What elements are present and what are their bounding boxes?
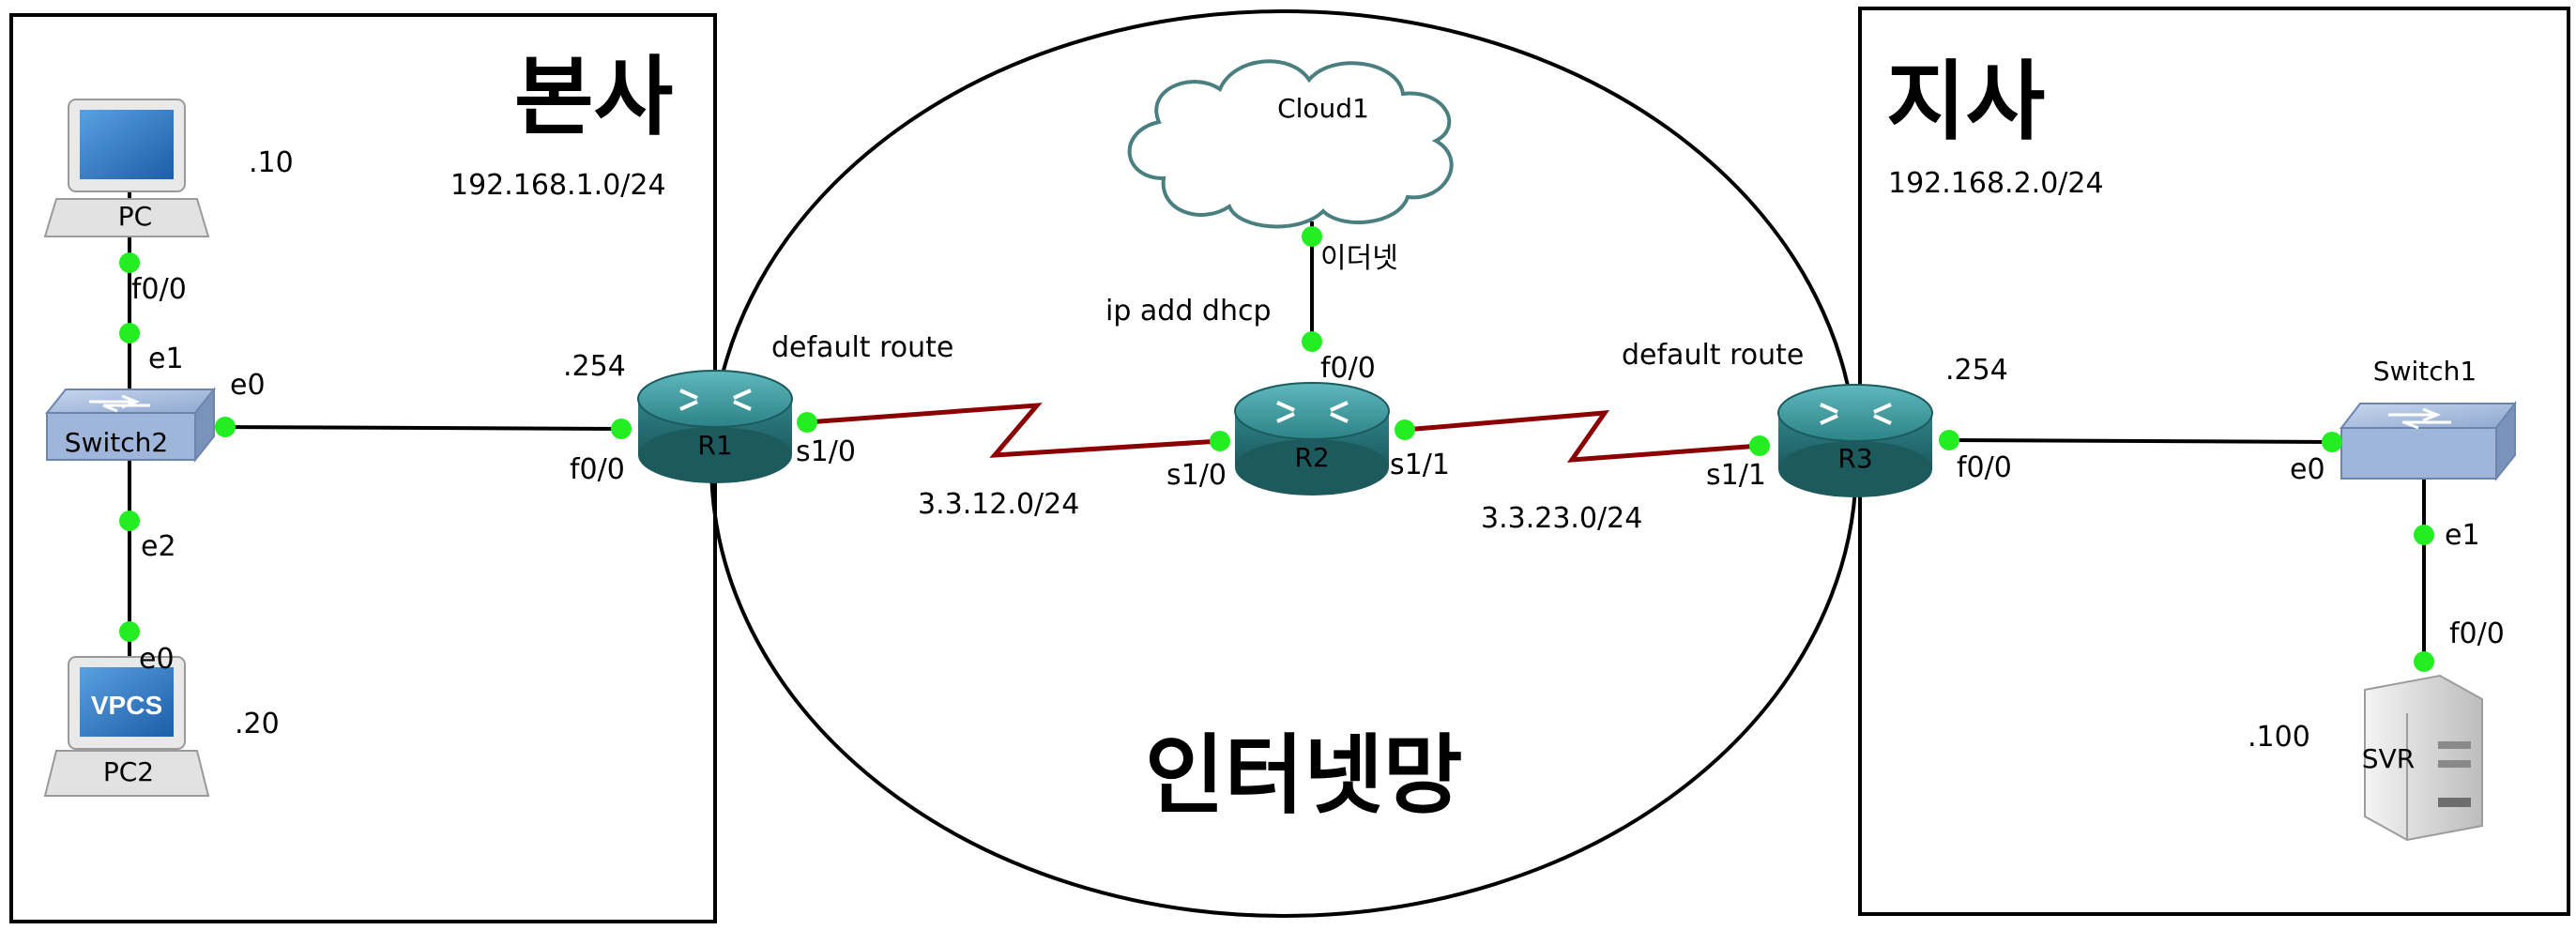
port-dot-r2-s11 <box>1395 419 1415 440</box>
pc2-vpcs-badge: VPCS <box>91 691 162 720</box>
port-dot-r3-s11 <box>1749 435 1770 456</box>
port-dot-sw1-e1 <box>2414 525 2434 545</box>
hq-subnet: 192.168.1.0/24 <box>450 169 666 202</box>
r3-top <box>1777 384 1933 442</box>
pc-base <box>43 198 210 237</box>
port-dot-sw2-e2 <box>119 511 140 531</box>
port-dot-r1-s10 <box>797 412 817 433</box>
if-pc-f00: f0/0 <box>131 273 187 306</box>
pc-device[interactable]: PC <box>43 99 210 237</box>
link-r2-r3-serial <box>1404 410 1761 463</box>
svr-name: SVR <box>2362 743 2415 774</box>
r2-device[interactable]: R2 <box>1234 382 1390 495</box>
cloud1-name: Cloud1 <box>1277 93 1369 124</box>
port-dot-sw2-e0 <box>215 417 236 437</box>
r3-arrows-icon <box>1820 403 1892 425</box>
if-r3-s11: s1/1 <box>1706 459 1766 492</box>
net-r1-r2: 3.3.12.0/24 <box>918 488 1079 521</box>
r1-note: default route <box>771 331 953 364</box>
r1-device[interactable]: R1 <box>637 370 793 483</box>
port-dot-svr-f00 <box>2414 651 2434 672</box>
pc2-ip: .20 <box>235 708 280 740</box>
pc2-screen <box>80 667 174 737</box>
if-r1-s10: s1/0 <box>796 435 856 468</box>
if-r3-f00: f0/0 <box>1957 451 2012 484</box>
pc-name: PC <box>118 201 152 232</box>
pc2-name: PC2 <box>103 756 154 787</box>
port-dot-r2-f00 <box>1302 331 1322 352</box>
port-dot-sw1-e0 <box>2322 432 2342 452</box>
cloud1-shape <box>1127 59 1454 229</box>
port-dot-r1-f00 <box>611 419 632 439</box>
if-svr-f00: f0/0 <box>2449 617 2505 650</box>
pc2-base <box>43 750 210 797</box>
if-sw2-e1: e1 <box>148 343 184 375</box>
svr-device[interactable]: SVR <box>2362 674 2483 842</box>
r3-name: R3 <box>1837 443 1872 474</box>
switch2-front <box>46 412 196 461</box>
if-r2-f00: f0/0 <box>1320 352 1376 385</box>
r3-ip: .254 <box>1945 354 2008 387</box>
branch-title: 지사 <box>1886 52 2045 152</box>
if-sw2-e0: e0 <box>230 369 266 402</box>
svr-drive-1 <box>2438 741 2471 749</box>
port-dots <box>119 226 2434 672</box>
svr-ip: .100 <box>2248 721 2310 754</box>
switch1-front <box>2340 427 2497 480</box>
svr-drive-2 <box>2438 760 2471 768</box>
net-r2-r3: 3.3.23.0/24 <box>1481 502 1642 535</box>
r2-arrows-icon <box>1276 401 1349 423</box>
internet-title: 인터넷망 <box>1145 725 1463 826</box>
hq-title: 본사 <box>514 47 673 147</box>
if-r2-s11: s1/1 <box>1390 449 1450 481</box>
link-r1-r2-serial <box>806 403 1221 458</box>
port-dot-sw2-e1 <box>119 323 140 343</box>
r1-base <box>638 427 792 483</box>
r1-ip: .254 <box>563 350 626 383</box>
pc-ip: .10 <box>249 146 294 179</box>
port-dot-r3-f00 <box>1939 430 1959 450</box>
switch1-arrows-icon <box>2388 407 2451 430</box>
link-switch2-r1 <box>224 425 622 431</box>
if-r2-s10: s1/0 <box>1166 459 1227 492</box>
switch2-name: Switch2 <box>65 427 168 458</box>
if-cloud-eth: 이더넷 <box>1320 242 1398 275</box>
r1-arrows-icon <box>679 389 752 411</box>
if-pc2-e0: e0 <box>139 643 175 676</box>
if-sw2-e2: e2 <box>141 530 176 563</box>
port-dot-pc2-e0 <box>119 621 140 642</box>
port-dot-r2-s10 <box>1210 431 1230 451</box>
r2-note: ip add dhcp <box>1105 295 1272 328</box>
r3-base <box>1778 441 1932 497</box>
switch1-name: Switch1 <box>2373 356 2477 387</box>
svr-drive-3 <box>2438 798 2471 807</box>
r1-top <box>637 370 793 428</box>
r2-base <box>1235 439 1389 495</box>
cloud1-device[interactable]: Cloud1 <box>1127 59 1454 229</box>
switch2-device[interactable]: Switch2 <box>44 387 217 463</box>
if-sw1-e1: e1 <box>2445 519 2480 552</box>
r2-name: R2 <box>1294 442 1329 473</box>
r3-device[interactable]: R3 <box>1777 384 1933 497</box>
port-dot-cloud-eth <box>1302 226 1322 247</box>
pc2-device[interactable]: VPCS PC2 <box>43 656 210 797</box>
switch2-arrows-icon <box>89 394 150 413</box>
r1-name: R1 <box>697 430 732 461</box>
r3-note: default route <box>1622 339 1804 372</box>
if-sw1-e0: e0 <box>2290 453 2325 486</box>
pc-screen <box>80 110 174 179</box>
r2-top <box>1234 382 1390 440</box>
if-r1-f00: f0/0 <box>570 453 625 486</box>
switch1-device[interactable]: Switch1 <box>2339 356 2518 481</box>
port-dot-pc-f00 <box>119 252 140 273</box>
branch-subnet: 192.168.2.0/24 <box>1888 167 2104 200</box>
link-r3-switch1 <box>1948 438 2333 444</box>
